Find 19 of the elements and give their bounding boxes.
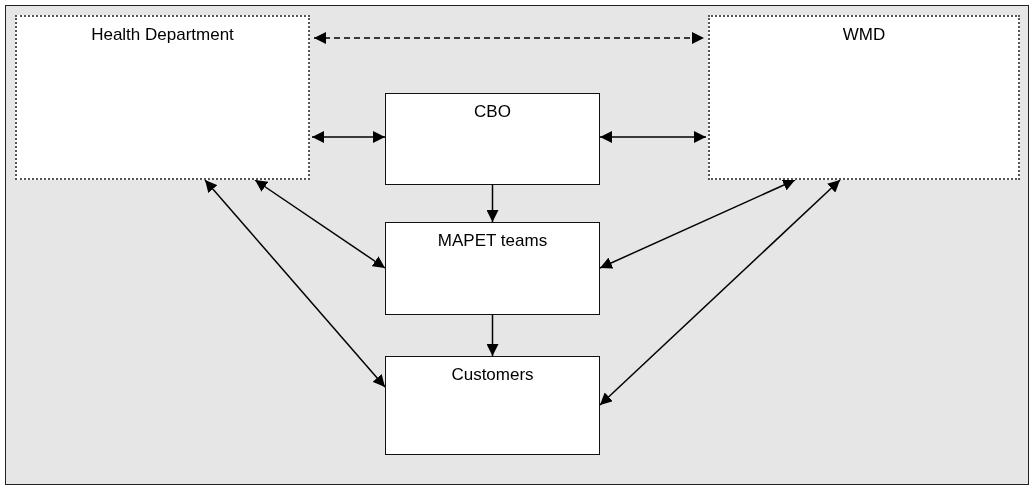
arrow xyxy=(313,32,705,44)
process-box xyxy=(385,356,600,455)
node-label: Customers xyxy=(450,364,535,385)
process-box xyxy=(385,222,600,315)
arrow xyxy=(599,179,796,269)
arrow xyxy=(599,179,841,406)
node-label: WMD xyxy=(841,24,887,45)
arrow xyxy=(311,131,386,143)
arrow xyxy=(204,179,386,388)
partner-box xyxy=(708,15,1020,180)
arrow xyxy=(486,314,499,357)
arrow xyxy=(599,131,707,143)
process-box xyxy=(385,93,600,185)
node-label: CBO xyxy=(473,101,512,122)
arrow xyxy=(486,184,499,223)
node-label: Health Department xyxy=(90,24,235,45)
arrow xyxy=(254,179,386,269)
partner-box xyxy=(15,15,310,180)
node-label: MAPET teams xyxy=(436,230,549,251)
